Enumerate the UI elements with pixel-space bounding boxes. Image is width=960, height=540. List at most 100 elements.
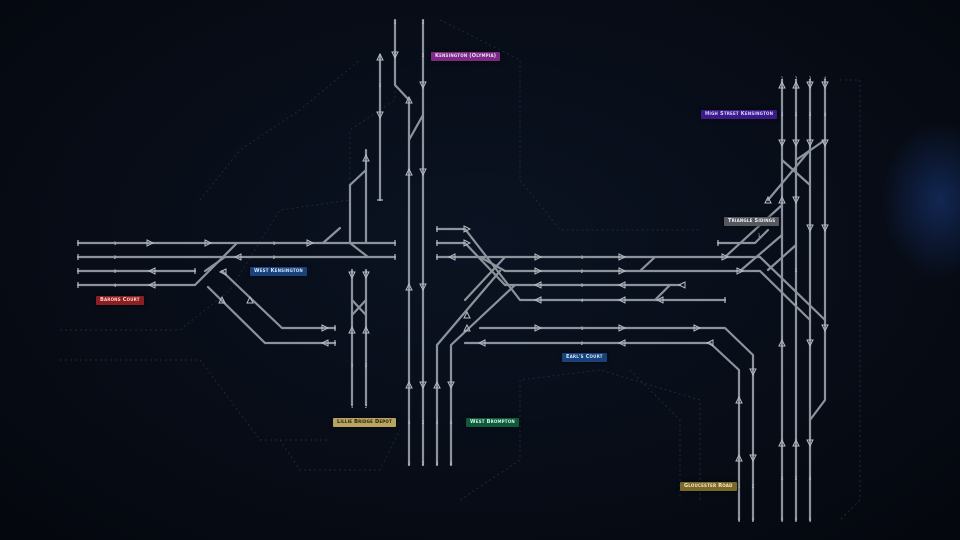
- signal-icon: [778, 438, 786, 447]
- signal-icon: [419, 381, 427, 390]
- signal-icon: [362, 153, 370, 162]
- signal-icon: [792, 139, 800, 148]
- track-number: 1: [581, 326, 584, 332]
- track-number: 2: [422, 20, 425, 26]
- track-number: 2: [795, 268, 798, 274]
- track-number: 4: [824, 76, 827, 82]
- track-number: 1: [738, 484, 741, 490]
- signal-icon: [405, 282, 413, 291]
- track-number: 2: [581, 269, 584, 275]
- signal-icon: [218, 268, 227, 276]
- signal-icon: [806, 439, 814, 448]
- signal-icon: [806, 81, 814, 90]
- signal-icon: [749, 368, 757, 377]
- signal-icon: [146, 239, 155, 247]
- signal-icon: [806, 224, 814, 233]
- track-number: 4: [450, 420, 453, 426]
- signal-icon: [447, 381, 455, 390]
- track-number: 3: [436, 420, 439, 426]
- track-number: 1: [379, 83, 382, 89]
- signal-icon: [233, 253, 242, 261]
- signal-icon: [321, 324, 330, 332]
- track-number: 1: [781, 518, 784, 524]
- track-number: 1: [781, 76, 784, 82]
- signal-icon: [677, 281, 686, 289]
- track-number: 4: [581, 298, 584, 304]
- signal-icon: [736, 267, 745, 275]
- signal-icon: [778, 195, 786, 204]
- signal-icon: [821, 139, 829, 148]
- signal-icon: [362, 325, 370, 334]
- track-number: 2: [365, 404, 368, 410]
- signal-icon: [806, 139, 814, 148]
- signal-icon: [534, 253, 543, 261]
- signal-icon: [792, 438, 800, 447]
- signal-icon: [693, 324, 702, 332]
- signal-icon: [821, 324, 829, 333]
- station-label-west-kensington: West Kensington: [250, 267, 307, 276]
- track-number: 2: [365, 363, 368, 369]
- signal-icon: [534, 324, 543, 332]
- signal-icon: [735, 453, 743, 462]
- signal-icon: [204, 239, 213, 247]
- track-number: 1: [351, 404, 354, 410]
- signal-icon: [362, 271, 370, 280]
- track-number: 2: [114, 255, 117, 261]
- station-label-high-street-kensington: High Street Kensington: [701, 110, 778, 119]
- track-number: 1: [738, 518, 741, 524]
- track-number: 2: [795, 518, 798, 524]
- signal-icon: [405, 380, 413, 389]
- tracks: [76, 18, 827, 522]
- signal-icon: [433, 380, 441, 389]
- signal-icon: [419, 283, 427, 292]
- track-number: 2: [581, 341, 584, 347]
- edge-glow: [880, 120, 960, 280]
- track-number: 1: [581, 255, 584, 261]
- signal-icon: [778, 80, 786, 89]
- track-number: 1: [781, 112, 784, 118]
- signal-icon: [320, 339, 329, 347]
- signal-icon: [147, 267, 156, 275]
- signal-icon: [419, 168, 427, 177]
- track-number: 1: [394, 20, 397, 26]
- signal-icon: [617, 296, 626, 304]
- signal-icon: [533, 281, 542, 289]
- track-number: 1: [408, 420, 411, 426]
- signal-icon: [348, 271, 356, 280]
- signal-icon: [618, 253, 627, 261]
- track-number: 1: [114, 241, 117, 247]
- signal-icon: [218, 295, 226, 304]
- track-number: 3: [581, 283, 584, 289]
- track-number: 1: [394, 53, 397, 59]
- track-number: 1: [408, 461, 411, 467]
- signal-icon: [376, 111, 384, 120]
- station-label-lillie-bridge-depot: Lillie Bridge Depot: [333, 418, 396, 427]
- track-number: 1: [351, 363, 354, 369]
- track-number: 4: [450, 461, 453, 467]
- signal-icon: [721, 253, 730, 261]
- station-label-gloucester-road: Gloucester Road: [680, 482, 737, 491]
- signal-icon: [463, 310, 471, 319]
- track-number: 3: [809, 476, 812, 482]
- signal-icon: [391, 51, 399, 60]
- signal-icon: [705, 339, 714, 347]
- track-number: 4: [824, 112, 827, 118]
- station-label-earls-court: Earl's Court: [562, 353, 607, 362]
- signal-icon: [806, 339, 814, 348]
- signal-icon: [735, 395, 743, 404]
- track-number: 1: [758, 233, 761, 239]
- signal-icon: [821, 81, 829, 90]
- signal-icon: [534, 267, 543, 275]
- track-number: 3: [436, 461, 439, 467]
- signal-icon: [419, 81, 427, 90]
- signal-icon: [764, 195, 772, 204]
- signal-icon: [405, 167, 413, 176]
- track-number: 2: [795, 476, 798, 482]
- signal-icon: [778, 139, 786, 148]
- track-number: 2: [752, 484, 755, 490]
- track-number: 2: [752, 518, 755, 524]
- signal-icon: [405, 95, 413, 104]
- station-label-west-brompton: West Brompton: [466, 418, 519, 427]
- signal-icon: [618, 324, 627, 332]
